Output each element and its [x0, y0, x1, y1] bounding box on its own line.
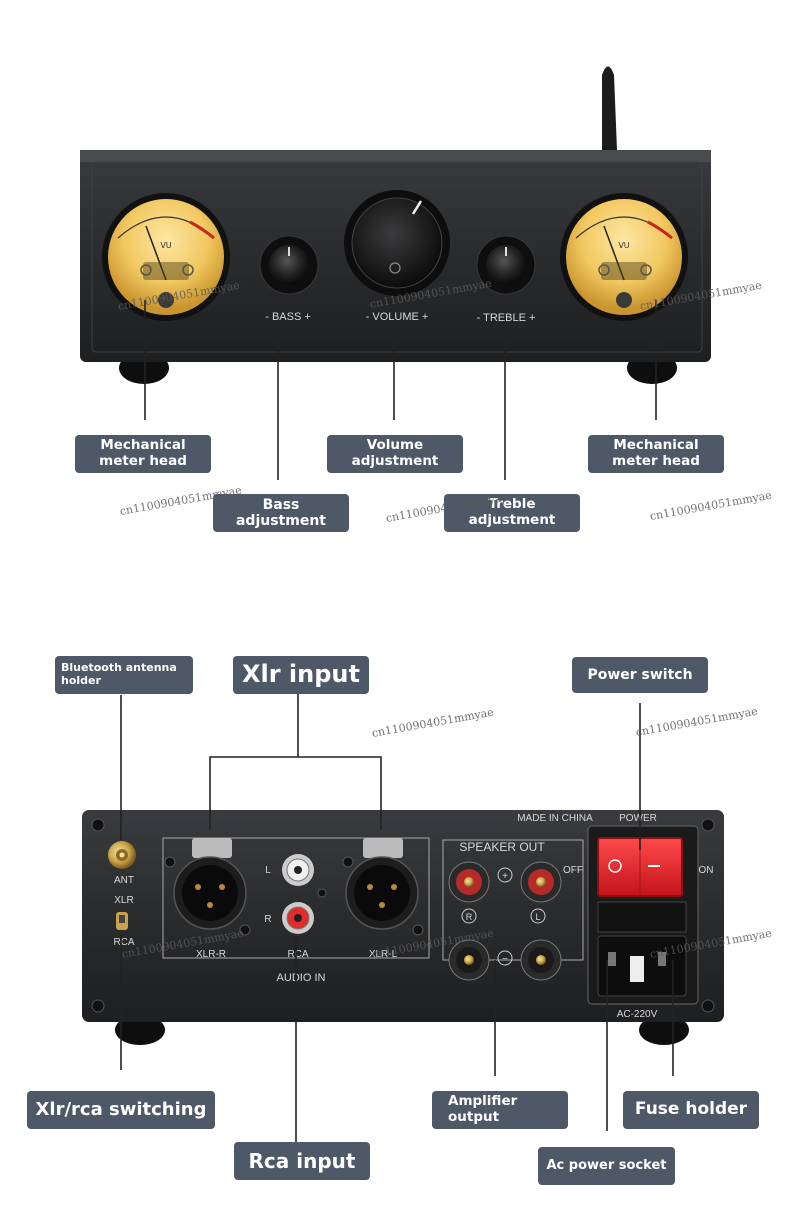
volume-knob: [344, 190, 450, 296]
callout-meter-left-line2: meter head: [99, 453, 187, 469]
xlr-rca-toggle: [116, 912, 128, 930]
meter-left: VU: [102, 193, 230, 321]
callout-treble: Treble adjustment: [444, 494, 580, 532]
callout-rca-input: Rca input: [234, 1142, 370, 1180]
meter-vu-label-right: VU: [618, 241, 629, 250]
rca-l-label: L: [265, 865, 271, 876]
front-panel: VU VU: [80, 66, 711, 480]
treble-knob: [476, 235, 536, 295]
speaker-plus-label: +: [502, 871, 508, 882]
callout-xlr-input: Xlr input: [233, 656, 369, 694]
speaker-l-label: L: [535, 912, 540, 922]
callout-treble-line2: adjustment: [468, 512, 556, 528]
callout-meter-left: Mechanical meter head: [75, 435, 211, 473]
callout-bass-line2: adjustment: [235, 513, 326, 529]
made-in-label: MADE IN CHINA: [517, 813, 593, 824]
speaker-out-label: SPEAKER OUT: [459, 840, 545, 854]
rear-panel: MADE IN CHINA POWER OFF ON SPEAKER OUT A…: [82, 693, 724, 1160]
callout-bass-line1: Bass: [262, 496, 300, 513]
callout-fuse-holder: Fuse holder: [623, 1091, 759, 1129]
meter-vu-label: VU: [160, 241, 171, 250]
rca-jacks: [282, 854, 327, 934]
bass-label: - BASS +: [265, 311, 311, 323]
power-module: [587, 825, 699, 1005]
callout-rca-input-text: Rca input: [248, 1148, 356, 1173]
speaker-terminals: [448, 861, 562, 981]
rca-switch-label: RCA: [113, 937, 134, 948]
off-label: OFF: [563, 865, 583, 876]
callout-meter-left-line1: Mechanical: [100, 437, 186, 454]
callout-amplifier-output-line1: Amplifier: [448, 1093, 518, 1110]
treble-label: - TREBLE +: [477, 312, 536, 324]
callout-xlr-input-text: Xlr input: [242, 660, 360, 689]
power-label: POWER: [619, 813, 657, 824]
callout-meter-right: Mechanical meter head: [588, 435, 724, 473]
callout-meter-right-line1: Mechanical: [613, 437, 699, 454]
callout-bluetooth-line1: Bluetooth antenna: [61, 661, 177, 675]
meter-right: VU: [560, 193, 688, 321]
callout-volume: Volume adjustment: [327, 435, 463, 473]
bass-knob: [259, 235, 319, 295]
xlr-l-connector: [342, 838, 424, 936]
antenna-connector: [108, 841, 136, 869]
callout-amplifier-output-line2: output: [448, 1109, 500, 1125]
callout-bass: Bass adjustment: [213, 494, 349, 532]
callout-xlr-rca-switching-text: Xlr/rca switching: [35, 1098, 207, 1120]
audio-in-label: AUDIO IN: [277, 972, 326, 984]
xlr-r-label: XLR-R: [196, 949, 226, 960]
callout-amplifier-output: Amplifier output: [432, 1091, 568, 1129]
rear-leader-lines: [120, 693, 674, 1160]
callout-xlr-rca-switching: Xlr/rca switching: [27, 1091, 215, 1129]
callout-bluetooth-line2: holder: [61, 674, 101, 687]
on-label: ON: [699, 865, 714, 876]
callout-power-switch: Power switch: [572, 657, 708, 693]
volume-label: - VOLUME +: [366, 311, 429, 323]
callout-meter-right-line2: meter head: [612, 453, 700, 469]
xlr-r-connector: [164, 838, 251, 936]
callout-power-switch-text: Power switch: [587, 666, 693, 683]
speaker-r-label: R: [466, 912, 473, 922]
xlr-switch-label: XLR: [114, 895, 133, 906]
callout-bluetooth: Bluetooth antenna holder: [55, 656, 193, 694]
front-leader-lines: [144, 300, 657, 480]
callout-ac-power-socket-text: Ac power socket: [546, 1157, 667, 1173]
xlr-l-label: XLR-L: [369, 949, 398, 960]
rca-r-label: R: [264, 914, 271, 925]
speaker-minus-label: −: [502, 954, 508, 965]
ant-label: ANT: [114, 875, 134, 886]
callout-fuse-holder-text: Fuse holder: [634, 1099, 748, 1120]
rca-label: RCA: [287, 949, 308, 960]
callout-treble-line1: Treble: [488, 496, 536, 513]
ac-label: AC-220V: [617, 1009, 658, 1020]
callout-ac-power-socket: Ac power socket: [538, 1147, 675, 1185]
callout-volume-line2: adjustment: [351, 453, 439, 469]
callout-volume-line1: Volume: [366, 437, 424, 454]
